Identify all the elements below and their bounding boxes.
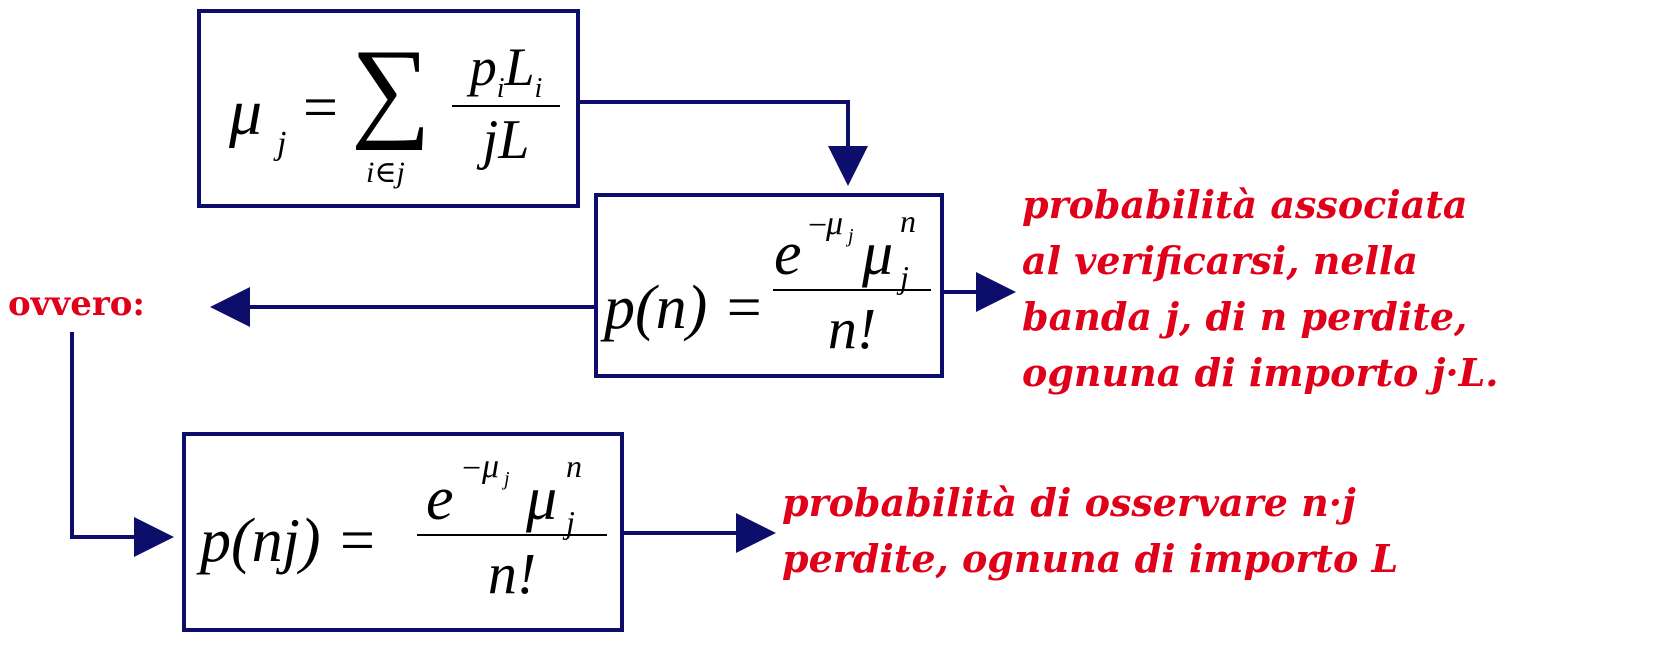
mu-fraction-line [452, 105, 560, 108]
ovvero-label: ovvero: [8, 284, 145, 324]
desc-pn-line-3: banda j, di n perdite, [1022, 294, 1468, 339]
arrow-mu-to-pn [580, 100, 868, 186]
mu-fraction: piLi jL [451, 39, 561, 174]
pn-fraction-line [773, 289, 931, 291]
formula-box-pnj: p(nj) = e − μ j μ n j n! [182, 432, 624, 632]
mu-equals: = [303, 74, 338, 142]
formula-pnj: p(nj) = e − μ j μ n j n! [186, 436, 620, 628]
mu-denominator: jL [482, 109, 530, 172]
formula-mu: μ j = ∑ i∈j piLi jL [201, 13, 576, 204]
pnj-fraction-line [417, 534, 607, 536]
desc-pn-line-2: al verificarsi, nella [1022, 238, 1418, 283]
pn-denominator: n! [827, 296, 877, 361]
desc-pn-line-1: probabilità associata [1022, 182, 1468, 227]
pn-numerator: e − μ j μ n j [774, 203, 916, 295]
mu-lhs-symbol: μ [229, 76, 263, 149]
sum-subscript: i∈j [366, 156, 405, 189]
mu-lhs-subscript: j [277, 125, 287, 162]
formula-box-mu: μ j = ∑ i∈j piLi jL [197, 9, 580, 208]
pnj-lhs: p(nj) = [200, 507, 378, 575]
desc-pn-line-4: ognuna di importo j·L. [1022, 350, 1499, 395]
mu-numerator: piLi [469, 37, 543, 104]
desc-pnj-line-1: probabilità di osservare n·j [782, 480, 1356, 525]
pn-lhs: p(n) = [604, 274, 765, 342]
pnj-numerator: e − μ j μ n j [426, 448, 582, 540]
desc-pnj-line-2: perdite, ognuna di importo L [782, 536, 1399, 581]
pnj-denominator: n! [487, 541, 537, 606]
arrow-ovvero-to-pnj [70, 332, 174, 557]
pn-fraction: e − μ j μ n j n! [772, 197, 932, 366]
pnj-fraction: e − μ j μ n j n! [416, 438, 608, 611]
sum-symbol: ∑ [351, 27, 431, 151]
formula-box-pn: p(n) = e − μ j μ n j n! [594, 193, 944, 378]
formula-pn: p(n) = e − μ j μ n j n! [598, 197, 940, 374]
